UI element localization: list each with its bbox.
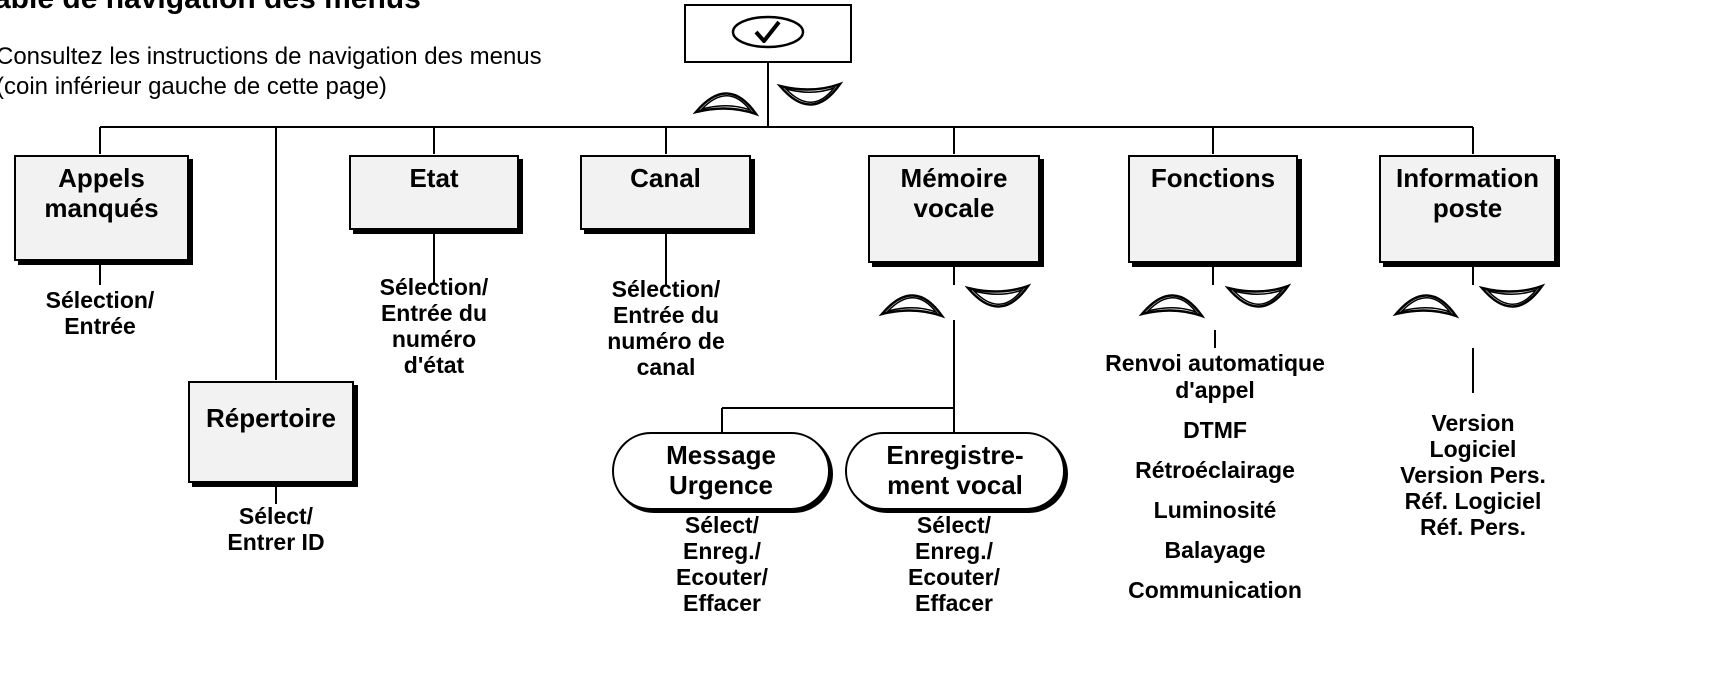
- detail-line: Sélect/: [238, 503, 314, 529]
- root-nav-keys[interactable]: [692, 78, 852, 122]
- down-arrow-icon[interactable]: [964, 283, 1032, 308]
- detail-line: Rétroéclairage: [1135, 457, 1295, 483]
- submenu-enregistrement-line1: Enregistre-: [886, 440, 1024, 470]
- menu-memoire-line2: vocale: [913, 193, 995, 223]
- information-detail: Version Logiciel Version Pers. Réf. Logi…: [1383, 410, 1563, 540]
- detail-line: Réf. Pers.: [1419, 514, 1527, 540]
- detail-line: d'état: [403, 352, 465, 378]
- menu-memoire-line1: Mémoire: [900, 163, 1008, 193]
- message-detail: Sélect/ Enreg./ Ecouter/ Effacer: [642, 512, 802, 616]
- repertoire-detail: Sélect/ Entrer ID: [196, 503, 356, 555]
- detail-line: Entrée du: [612, 302, 720, 328]
- submenu-enregistrement-line2: ment vocal: [887, 470, 1023, 500]
- detail-line: Sélection/: [611, 276, 721, 302]
- detail-line: Version: [1431, 410, 1515, 436]
- down-arrow-icon[interactable]: [1478, 283, 1546, 308]
- detail-line: Luminosité: [1153, 497, 1277, 523]
- detail-line: Logiciel: [1429, 436, 1517, 462]
- submenu-message-urgence[interactable]: Message Urgence: [612, 432, 830, 510]
- root-menu-box: [684, 4, 852, 63]
- menu-repertoire-line1: Répertoire: [205, 403, 337, 433]
- up-arrow-icon[interactable]: [1392, 294, 1460, 319]
- submenu-message-line2: Urgence: [668, 470, 774, 500]
- menu-appels-line2: manqués: [44, 193, 159, 223]
- detail-line: Communication: [1128, 577, 1302, 603]
- etat-detail: Sélection/ Entrée du numéro d'état: [354, 274, 514, 378]
- submenu-message-line1: Message: [666, 440, 776, 470]
- down-arrow-icon[interactable]: [1224, 283, 1292, 308]
- fonctions-nav-keys[interactable]: [1136, 280, 1296, 324]
- detail-line: Entrée: [64, 313, 136, 339]
- detail-line: Balayage: [1164, 537, 1266, 563]
- detail-line: numéro de: [607, 328, 725, 354]
- page-title: able de navigation des menus: [0, 0, 421, 16]
- fonctions-detail: Renvoi automatique d'appel DTMF Rétroécl…: [1060, 350, 1370, 604]
- detail-line: Sélect/: [684, 512, 760, 538]
- down-arrow-icon[interactable]: [776, 81, 844, 106]
- menu-etat-line1: Etat: [409, 163, 459, 193]
- detail-line: Sélection/: [379, 274, 489, 300]
- menu-repertoire[interactable]: Répertoire: [188, 381, 354, 483]
- detail-line: Effacer: [683, 590, 761, 616]
- detail-line: d'appel: [1175, 377, 1255, 403]
- detail-line: Entrée du: [380, 300, 488, 326]
- detail-line: Ecouter/: [675, 564, 769, 590]
- detail-line: Renvoi automatique: [1105, 350, 1325, 376]
- detail-line: Sélection/: [45, 287, 155, 313]
- detail-line: Réf. Logiciel: [1404, 488, 1542, 514]
- detail-line: Enreg./: [683, 538, 761, 564]
- up-arrow-icon[interactable]: [692, 92, 760, 117]
- menu-canal-line1: Canal: [630, 163, 701, 193]
- appels-detail: Sélection/ Entrée: [20, 287, 180, 339]
- menu-information-line2: poste: [1432, 193, 1503, 223]
- information-nav-keys[interactable]: [1390, 280, 1550, 324]
- menu-fonctions[interactable]: Fonctions: [1128, 155, 1298, 263]
- up-arrow-icon[interactable]: [1138, 294, 1206, 319]
- enregistrement-detail: Sélect/ Enreg./ Ecouter/ Effacer: [874, 512, 1034, 616]
- checkmark-icon[interactable]: [730, 14, 806, 50]
- menu-fonctions-line1: Fonctions: [1150, 163, 1276, 193]
- memoire-nav-keys[interactable]: [876, 280, 1036, 324]
- navigation-note: Consultez les instructions de navigation…: [0, 42, 542, 102]
- note-line-1: Consultez les instructions de navigation…: [0, 43, 542, 70]
- up-arrow-icon[interactable]: [878, 294, 946, 319]
- menu-appels-line1: Appels: [58, 163, 145, 193]
- detail-line: DTMF: [1183, 417, 1247, 443]
- menu-canal[interactable]: Canal: [580, 155, 751, 230]
- detail-line: numéro: [391, 326, 477, 352]
- detail-line: Enreg./: [915, 538, 993, 564]
- note-line-2: (coin inférieur gauche de cette page): [0, 73, 387, 100]
- menu-etat[interactable]: Etat: [349, 155, 519, 230]
- detail-line: Entrer ID: [227, 529, 325, 555]
- detail-line: canal: [636, 354, 696, 380]
- detail-line: Ecouter/: [907, 564, 1001, 590]
- detail-line: Sélect/: [916, 512, 992, 538]
- menu-information-line1: Information: [1396, 163, 1539, 193]
- detail-line: Version Pers.: [1400, 462, 1546, 488]
- submenu-enregistrement-vocal[interactable]: Enregistre- ment vocal: [845, 432, 1065, 510]
- detail-line: Effacer: [915, 590, 993, 616]
- canal-detail: Sélection/ Entrée du numéro de canal: [586, 276, 746, 380]
